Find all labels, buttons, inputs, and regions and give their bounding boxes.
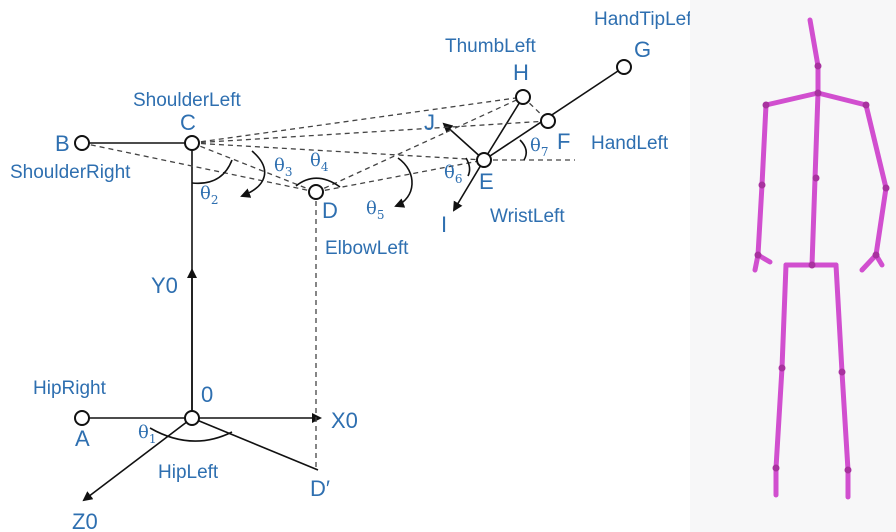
angle-arc-theta4 <box>295 177 341 188</box>
label-thumb-left: ThumbLeft <box>445 36 537 57</box>
angle-label-theta6: θ6 <box>444 162 462 186</box>
point-d-prime: D′ <box>310 476 330 501</box>
point-g: G <box>634 37 651 62</box>
node-h <box>515 89 531 105</box>
bone-shoulder-right <box>815 90 869 108</box>
bone-shin-left <box>773 365 785 471</box>
node-d <box>308 184 324 200</box>
skeleton-joint <box>838 368 846 376</box>
axis-j-arrow <box>442 122 485 161</box>
skeleton-joint <box>812 174 820 182</box>
bone-upper-arm-left <box>759 102 769 188</box>
bone-forearm-right <box>873 185 889 258</box>
dash-c-e <box>191 142 485 161</box>
node-e <box>476 152 492 168</box>
point-i: I <box>441 212 447 237</box>
node-f <box>540 113 556 129</box>
point-d: D <box>322 198 338 223</box>
bone-thigh-left <box>779 262 789 371</box>
node-g <box>616 59 632 75</box>
angle-label-theta7: θ7 <box>530 135 548 159</box>
skeleton-joint <box>754 251 762 259</box>
rotation-arrow-theta5 <box>394 157 413 208</box>
point-a: A <box>75 426 90 451</box>
skeleton-joint <box>844 466 852 474</box>
skeleton-joint <box>778 364 786 372</box>
label-shoulder-left: ShoulderLeft <box>133 90 241 111</box>
point-h: H <box>513 60 529 85</box>
rotation-arrow-theta3 <box>240 150 266 198</box>
point-j: J <box>424 110 435 135</box>
bone-upper-arm-right <box>863 102 889 191</box>
axis-label-y0: Y0 <box>151 273 178 298</box>
axis-label-z0: Z0 <box>72 509 98 532</box>
skeleton-joint <box>814 62 822 70</box>
skeleton-figure <box>690 0 896 532</box>
arm-model: HandTipLeft ThumbLeft ShoulderLeft HandL… <box>10 9 698 532</box>
skeleton-joint <box>808 261 816 269</box>
angle-arc-theta1 <box>149 427 233 442</box>
dash-d-h <box>315 96 524 193</box>
dash-b-d <box>81 142 317 193</box>
skeleton-joint <box>758 181 766 189</box>
angle-label-theta5: θ5 <box>366 198 384 222</box>
node-c <box>184 135 200 151</box>
angle-label-theta3: θ3 <box>274 155 292 179</box>
skeleton-joint <box>882 184 890 192</box>
point-c: C <box>180 110 196 135</box>
skeleton-joint <box>772 464 780 472</box>
label-hand-left: HandLeft <box>591 133 669 154</box>
node-b <box>74 135 90 151</box>
label-elbow-left: ElbowLeft <box>325 238 409 259</box>
angle-label-theta2: θ2 <box>200 183 218 207</box>
label-shoulder-right: ShoulderRight <box>10 162 131 183</box>
point-o: 0 <box>201 382 213 407</box>
bone-shin-right <box>839 369 851 473</box>
node-o <box>184 410 200 426</box>
angle-label-theta1: θ1 <box>138 422 156 446</box>
segment-e-g <box>483 66 625 161</box>
segment-e-h <box>483 96 524 161</box>
skeleton-joint <box>814 89 822 97</box>
axis-label-x0: X0 <box>331 408 358 433</box>
bone-head-neck <box>807 17 821 69</box>
dash-c-d <box>191 142 317 193</box>
node-a <box>74 410 90 426</box>
segment-o-dprime <box>191 417 319 471</box>
dash-c-f <box>191 120 549 144</box>
axis-z0-arrow <box>82 417 193 502</box>
skeleton-joint <box>872 251 880 259</box>
label-hip-right: HipRight <box>33 378 107 399</box>
skeleton-joint <box>762 101 770 109</box>
axis-i-arrow <box>452 159 485 212</box>
angle-label-theta4: θ4 <box>310 150 329 174</box>
dash-c-h <box>191 96 524 144</box>
point-e: E <box>479 169 494 194</box>
angle-arc-theta2 <box>191 159 233 185</box>
bone-shoulder-left <box>763 90 821 108</box>
label-hand-tip-left: HandTipLeft <box>594 9 698 30</box>
angle-arc-theta6 <box>465 157 471 177</box>
bone-forearm-left <box>755 182 765 258</box>
label-wrist-left: WristLeft <box>490 206 565 227</box>
angle-arc-theta7 <box>519 139 528 161</box>
label-hip-left: HipLeft <box>158 462 219 483</box>
point-f: F <box>557 129 570 154</box>
dash-d-e <box>315 159 485 193</box>
bone-thigh-right <box>833 262 845 375</box>
skeleton-joint <box>862 101 870 109</box>
point-b: B <box>55 131 70 156</box>
